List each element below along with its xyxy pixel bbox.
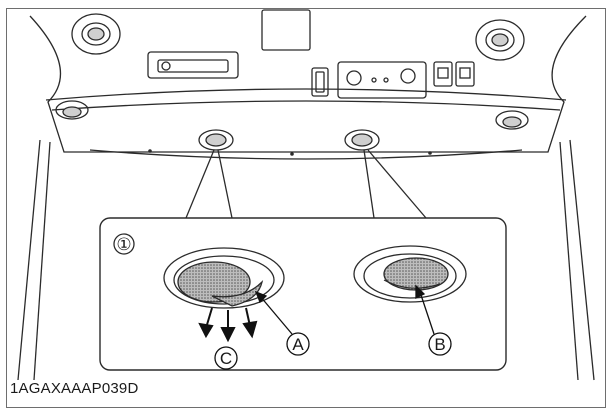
vent-top-left [71,13,121,55]
lamp-opened [163,247,285,309]
vent-top-right [475,19,525,61]
vent-side-left [55,100,89,120]
vent-side-right [495,110,529,130]
map-light-left [198,129,234,151]
callout-c: C [214,346,238,370]
overhead-console [147,9,475,99]
figure-code: 1AGAXAAAP039D [10,380,139,397]
callout-leaders [254,284,435,335]
map-light-right [344,129,380,151]
detail-box [99,217,507,371]
detail-leader-lines [185,149,427,219]
headliner-outline [17,15,595,381]
callout-b-text: B [434,335,445,354]
callout-a: A [286,332,310,356]
callout-b: B [428,332,452,356]
light-beam-arrows [198,307,258,343]
detail-number-text: ① [116,235,131,254]
callout-a-text: A [292,335,304,354]
lamp-closed [353,245,467,303]
screw-marks [148,149,432,156]
callout-c-text: C [220,349,232,368]
detail-number-marker: ① [113,233,135,255]
